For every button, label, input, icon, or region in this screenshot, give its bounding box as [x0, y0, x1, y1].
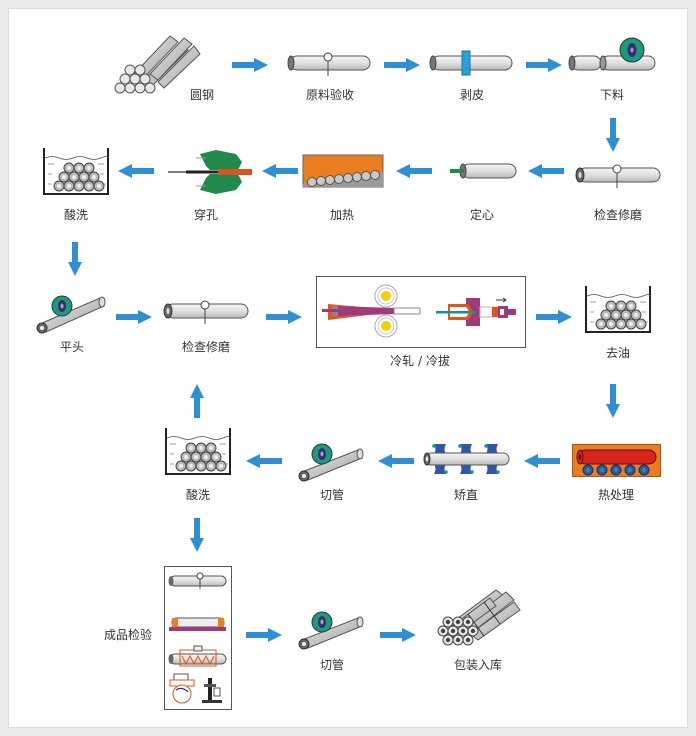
step-label-centering: 定心	[469, 208, 494, 222]
step-label-degreasing: 去油	[605, 346, 630, 360]
visual-inspection-icon	[168, 572, 227, 589]
step-label-end-flattening: 平头	[59, 340, 84, 354]
flow-arrow-right	[266, 310, 302, 324]
flow-arrow-down	[606, 384, 620, 418]
step-label-inspect-grind-2: 检查修磨	[181, 340, 230, 354]
straightening-icon	[423, 444, 510, 474]
centering-tube-icon	[450, 163, 517, 179]
flow-arrow-right	[526, 58, 562, 72]
flow-arrow-left	[118, 164, 154, 178]
flow-arrow-right	[384, 58, 420, 72]
flow-arrow-right	[246, 628, 282, 642]
cold-roll-draw-box	[316, 276, 526, 348]
step-label-heating: 加热	[329, 208, 354, 222]
flow-arrow-left	[528, 164, 564, 178]
tube-cutting-icon	[298, 443, 364, 482]
step-label-heat-treatment: 热处理	[597, 488, 634, 502]
round-steel-bundle-icon	[114, 35, 201, 94]
heat-treatment-furnace-icon	[572, 444, 661, 477]
degreasing-tank-icon	[585, 286, 651, 333]
flow-arrow-right	[116, 310, 152, 324]
flow-arrow-down	[606, 118, 620, 152]
blanking-cut-icon	[568, 37, 656, 71]
flow-arrow-left	[396, 164, 432, 178]
inspect-grind-tube-icon	[163, 300, 249, 324]
end-flattening-icon	[36, 295, 106, 334]
step-label-tube-cutting-2: 切管	[319, 658, 344, 672]
tube-cutting-icon	[298, 611, 364, 650]
hydraulic-test-icon	[169, 673, 222, 704]
packed-tube-bundle-icon	[437, 589, 521, 646]
piercing-mill-icon	[168, 150, 252, 194]
flow-arrow-down	[68, 242, 82, 276]
pickling-tank-icon	[43, 148, 109, 195]
step-label-final-inspection: 成品检验	[103, 628, 152, 642]
step-label-pickling-1: 酸洗	[63, 208, 88, 222]
step-label-blanking: 下料	[599, 88, 624, 102]
step-label-tube-cutting-1: 切管	[319, 488, 344, 502]
flow-arrow-down	[190, 518, 204, 552]
final-inspection-box	[164, 566, 232, 710]
raw-inspection-tube-icon	[287, 52, 371, 76]
step-label-round-steel: 圆钢	[189, 88, 214, 102]
eddy-current-test-icon	[168, 645, 227, 667]
step-label-pickling-2: 酸洗	[185, 488, 210, 502]
pickling-tank-icon	[165, 428, 231, 475]
step-label-cold-roll-draw: 冷轧 / 冷拔	[390, 354, 450, 368]
step-label-piercing: 穿孔	[193, 208, 218, 222]
step-label-straightening: 矫直	[453, 488, 478, 502]
flow-arrow-right	[232, 58, 268, 72]
peeling-tube-icon	[429, 50, 513, 76]
rolling-mill-icon	[322, 284, 421, 338]
flow-arrow-left	[262, 164, 298, 178]
flow-arrow-left	[524, 454, 560, 468]
step-label-packing-storage: 包装入库	[453, 658, 502, 672]
flow-arrow-up	[190, 384, 204, 418]
ultrasonic-test-icon	[169, 617, 226, 631]
flow-arrow-left	[378, 454, 414, 468]
drawing-die-icon	[436, 297, 516, 326]
flow-arrow-left	[246, 454, 282, 468]
diagram-frame	[8, 8, 688, 728]
step-label-inspect-grind-1: 检查修磨	[593, 208, 642, 222]
heating-furnace-icon	[302, 154, 384, 188]
step-label-peeling: 剥皮	[459, 88, 484, 102]
flow-arrow-right	[536, 310, 572, 324]
flow-arrow-right	[380, 628, 416, 642]
step-label-raw-inspection: 原料验收	[305, 88, 354, 102]
inspect-grind-tube-icon	[575, 164, 661, 188]
